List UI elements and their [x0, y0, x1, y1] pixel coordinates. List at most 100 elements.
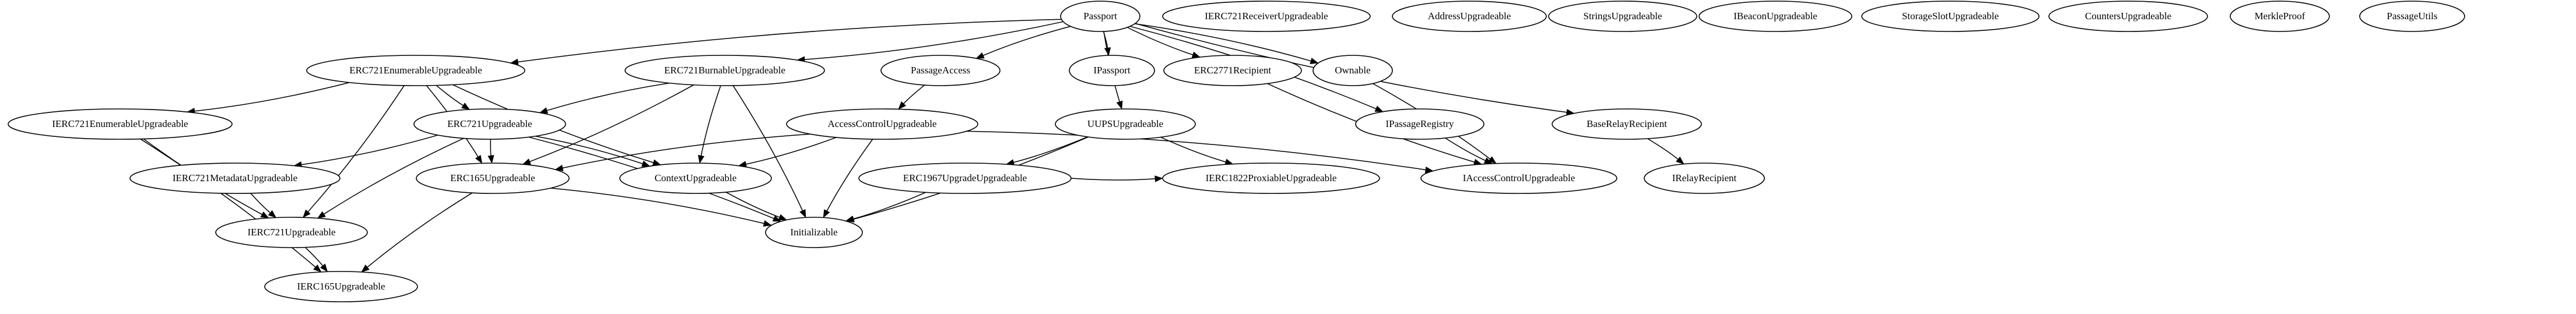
node-ellipse[interactable]: [765, 217, 863, 248]
edge-line: [982, 26, 1071, 56]
graph-edge: [550, 188, 772, 227]
node-label: StorageSlotUpgradeable: [1902, 10, 1999, 22]
node-ellipse[interactable]: [786, 108, 978, 140]
graph-edge: [1445, 137, 1493, 164]
graph-node[interactable]: ERC721BurnableUpgradeable: [624, 55, 825, 86]
node-ellipse[interactable]: [1162, 1, 1371, 32]
node-label: IAccessControlUpgradeable: [1463, 172, 1575, 184]
graph-node[interactable]: IERC721Upgradeable: [215, 217, 368, 248]
edge-arrowhead: [522, 158, 531, 165]
graph-node[interactable]: IAccessControlUpgradeable: [1420, 163, 1617, 194]
graph-node[interactable]: IERC721MetadataUpgradeable: [129, 163, 341, 194]
graph-node[interactable]: AddressUpgradeable: [1392, 1, 1547, 32]
graph-edge: [317, 137, 464, 219]
graph-node[interactable]: BaseRelayRecipient: [1552, 108, 1702, 140]
graph-node[interactable]: ERC1967UpgradeUpgradeable: [858, 163, 1072, 194]
node-label: MerkleProof: [2255, 10, 2305, 22]
graph-node[interactable]: Ownable: [1312, 55, 1393, 86]
node-label: IERC165Upgradeable: [297, 281, 385, 292]
edge-line: [700, 85, 721, 156]
node-ellipse[interactable]: [1069, 55, 1155, 86]
graph-node[interactable]: ERC2771Recipient: [1163, 55, 1302, 86]
graph-node[interactable]: Passport: [1060, 1, 1140, 32]
node-ellipse[interactable]: [2359, 1, 2465, 32]
graph-node[interactable]: CountersUpgradeable: [2048, 1, 2208, 32]
edge-line: [250, 193, 271, 213]
node-ellipse[interactable]: [2048, 1, 2208, 32]
edge-line: [1013, 136, 1088, 163]
node-ellipse[interactable]: [264, 271, 418, 302]
graph-node[interactable]: IERC721ReceiverUpgradeable: [1162, 1, 1371, 32]
node-ellipse[interactable]: [413, 108, 566, 140]
node-label: IRelayRecipient: [1672, 172, 1737, 184]
node-label: AccessControlUpgradeable: [828, 118, 937, 129]
graph-node[interactable]: IERC165Upgradeable: [264, 271, 418, 302]
graph-node[interactable]: PassageUtils: [2359, 1, 2465, 32]
edge-line: [826, 139, 873, 211]
node-ellipse[interactable]: [1420, 163, 1617, 194]
graph-node[interactable]: ERC721Upgradeable: [413, 108, 566, 140]
node-ellipse[interactable]: [624, 55, 825, 86]
node-ellipse[interactable]: [1312, 55, 1393, 86]
edge-arrowhead: [461, 103, 471, 110]
edge-line: [490, 139, 492, 156]
graph-node[interactable]: IBeaconUpgradeable: [1698, 1, 1852, 32]
graph-node[interactable]: ContextUpgradeable: [619, 163, 772, 194]
node-ellipse[interactable]: [858, 163, 1072, 194]
node-ellipse[interactable]: [1552, 108, 1702, 140]
graph-edge: [304, 247, 328, 273]
graph-node[interactable]: ERC721EnumerableUpgradeable: [306, 55, 525, 86]
graph-node[interactable]: IERC721EnumerableUpgradeable: [8, 108, 233, 140]
graph-node[interactable]: UUPSUpgradeable: [1055, 108, 1196, 140]
node-ellipse[interactable]: [619, 163, 772, 194]
graph-edge: [187, 82, 350, 115]
node-ellipse[interactable]: [1392, 1, 1547, 32]
node-ellipse[interactable]: [215, 217, 368, 248]
node-ellipse[interactable]: [1060, 1, 1140, 32]
node-ellipse[interactable]: [129, 163, 341, 194]
edge-line: [1160, 136, 1226, 163]
node-label: IERC1822ProxiableUpgradeable: [1206, 172, 1337, 184]
node-label: ContextUpgradeable: [655, 172, 737, 184]
node-ellipse[interactable]: [1861, 1, 2040, 32]
graph-node[interactable]: MerkleProof: [2230, 1, 2330, 32]
node-ellipse[interactable]: [1163, 55, 1302, 86]
node-ellipse[interactable]: [1055, 108, 1196, 140]
node-ellipse[interactable]: [1548, 1, 1697, 32]
node-label: ERC165Upgradeable: [450, 172, 535, 184]
graph-node[interactable]: StringsUpgradeable: [1548, 1, 1697, 32]
node-ellipse[interactable]: [1644, 163, 1765, 194]
node-ellipse[interactable]: [1162, 163, 1380, 194]
node-ellipse[interactable]: [416, 163, 570, 194]
edge-arrowhead: [260, 211, 269, 218]
node-ellipse[interactable]: [8, 108, 233, 140]
node-ellipse[interactable]: [2230, 1, 2330, 32]
node-ellipse[interactable]: [880, 55, 1001, 86]
node-ellipse[interactable]: [306, 55, 525, 86]
edge-line: [301, 135, 438, 165]
edge-arrowhead: [778, 214, 787, 221]
node-label: StringsUpgradeable: [1583, 10, 1662, 22]
edge-line: [550, 188, 764, 224]
node-label: Ownable: [1335, 65, 1370, 76]
graph-node[interactable]: ERC165Upgradeable: [416, 163, 570, 194]
graph-node[interactable]: IPassageRegistry: [1355, 108, 1484, 140]
graph-node[interactable]: AccessControlUpgradeable: [786, 108, 978, 140]
edge-arrowhead: [317, 211, 326, 219]
edge-arrowhead: [268, 210, 277, 218]
edge-arrowhead: [487, 155, 494, 164]
edge-arrowhead: [554, 164, 564, 171]
node-label: IPassageRegistry: [1385, 118, 1454, 129]
graph-node[interactable]: StorageSlotUpgradeable: [1861, 1, 2040, 32]
graph-node[interactable]: PassageAccess: [880, 55, 1001, 86]
graph-edge: [554, 133, 810, 171]
graph-node[interactable]: IPassport: [1069, 55, 1155, 86]
node-ellipse[interactable]: [1355, 108, 1484, 140]
edge-line: [1445, 137, 1486, 161]
graph-node[interactable]: IRelayRecipient: [1644, 163, 1765, 194]
graph-edge: [535, 135, 651, 167]
graph-node[interactable]: IERC1822ProxiableUpgradeable: [1162, 163, 1380, 194]
graph-node[interactable]: Initializable: [765, 217, 863, 248]
node-ellipse[interactable]: [1698, 1, 1852, 32]
